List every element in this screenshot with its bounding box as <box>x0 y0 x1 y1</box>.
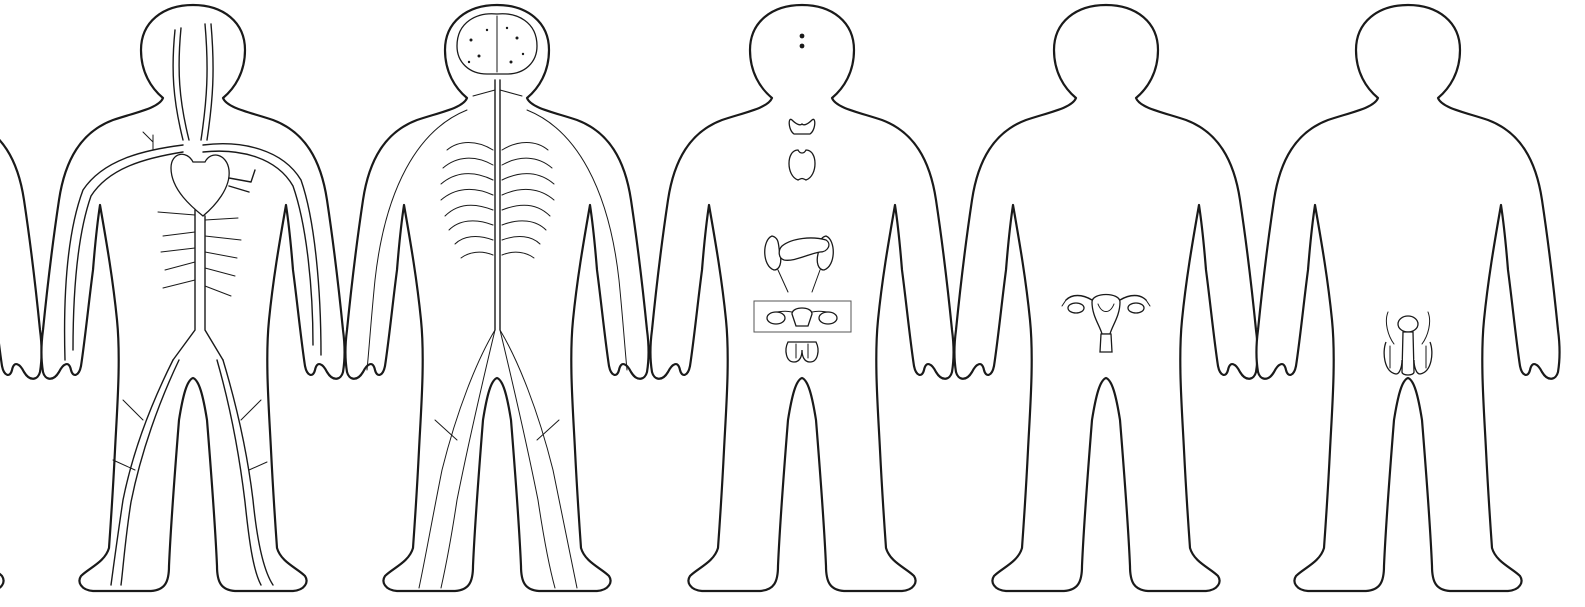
bladder <box>1398 316 1418 332</box>
left-ovary <box>1068 303 1084 313</box>
male-reproductive-system-figure <box>1257 5 1560 591</box>
right-ovary <box>1128 303 1144 313</box>
penis <box>1402 332 1414 375</box>
right-ovary <box>819 312 837 324</box>
cervix-vagina <box>1100 334 1112 352</box>
uterus <box>792 308 812 326</box>
thymus-gland <box>789 150 815 180</box>
circulatory-system-figure <box>42 5 345 591</box>
pineal-gland <box>800 34 805 39</box>
endocrine-system-figure <box>651 5 954 591</box>
pituitary-gland <box>800 44 805 49</box>
left-ovary <box>767 312 785 324</box>
partial-figure <box>0 5 42 591</box>
nervous-system-figure <box>346 5 649 591</box>
female-reproductive-system-figure <box>955 5 1258 591</box>
